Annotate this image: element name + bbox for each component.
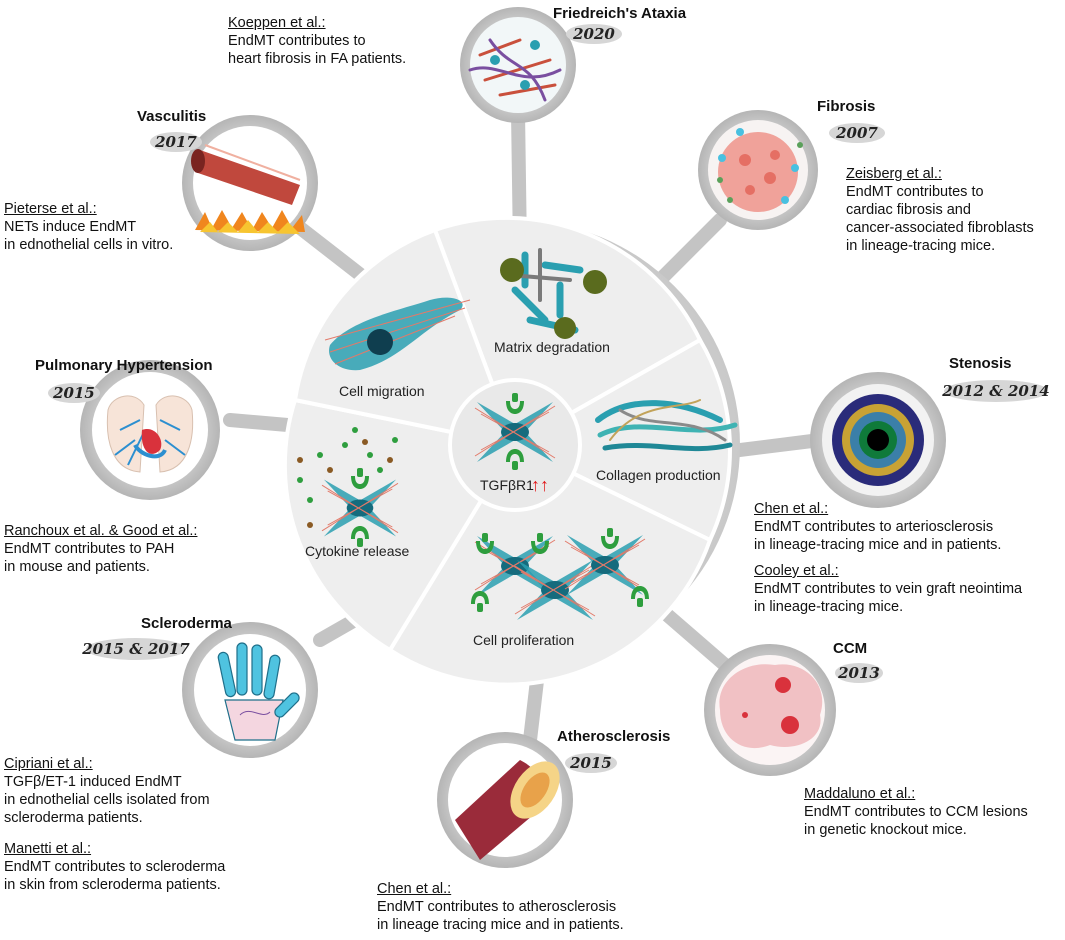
disease-name-ccm: CCM [833, 640, 867, 657]
reference-author: Cipriani et al.: [4, 756, 93, 772]
matrix-degradation-illustration [500, 248, 607, 339]
reference-author: Chen et al.: [754, 501, 829, 517]
svg-text:2007: 2007 [835, 124, 878, 142]
reference-chen-atherosclerosis: Chen et al.: EndMT contributes to athero… [377, 881, 624, 933]
tgfbr1-label: TGFβR1 [480, 477, 534, 493]
bubble-vasculitis [182, 115, 318, 251]
reference-ranchoux-good: Ranchoux et al. & Good et al.: EndMT con… [4, 523, 198, 575]
reference-author: Chen et al.: [377, 881, 452, 897]
reference-pieterse: Pieterse et al.: NETs induce EndMT in ed… [4, 201, 174, 253]
svg-text:2020: 2020 [572, 25, 615, 43]
reference-koeppen: Koeppen et al.: EndMT contributes to hea… [228, 15, 407, 67]
bubble-friedreichs-ataxia [460, 7, 576, 123]
disease-name-atherosclerosis: Atherosclerosis [557, 728, 670, 745]
year-badge-scleroderma: 2015 & 2017 [81, 638, 190, 660]
reference-zeisberg: Zeisberg et al.: EndMT contributes to ca… [846, 166, 1034, 254]
segment-collagen-production [510, 337, 732, 543]
year-badge-fibrosis: 2007 [829, 123, 885, 143]
svg-text:2017: 2017 [154, 133, 197, 151]
collagen-production-label: Collagen production [596, 467, 721, 483]
reference-author: Maddaluno et al.: [804, 786, 916, 802]
reference-cipriani: Cipriani et al.: TGFβ/ET-1 induced EndMT… [4, 756, 210, 826]
cell-migration-illustration [324, 297, 471, 371]
reference-author: Cooley et al.: [754, 563, 839, 579]
svg-text:2015: 2015 [52, 384, 95, 402]
reference-chen-stenosis: Chen et al.: EndMT contributes to arteri… [754, 501, 1002, 553]
bubble-scleroderma [182, 622, 318, 758]
disease-name-scleroderma: Scleroderma [141, 615, 233, 632]
disease-name-friedreichs-ataxia: Friedreich's Ataxia [553, 5, 687, 22]
cytokine-release-label: Cytokine release [305, 543, 409, 559]
cell-migration-label: Cell migration [339, 383, 425, 399]
year-badge-pulmonary-hypertension: 2015 [48, 383, 100, 403]
year-badge-atherosclerosis: 2015 [565, 753, 617, 773]
disease-name-stenosis: Stenosis [949, 355, 1012, 372]
matrix-degradation-label: Matrix degradation [494, 339, 610, 355]
cell-proliferation-label: Cell proliferation [473, 632, 574, 648]
svg-text:2015: 2015 [569, 754, 612, 772]
bubble-pulmonary-hypertension [80, 360, 220, 500]
year-badge-stenosis: 2012 & 2014 [941, 380, 1050, 402]
reference-cooley: Cooley et al.: EndMT contributes to vein… [754, 563, 1023, 615]
reference-maddaluno: Maddaluno et al.: EndMT contributes to C… [804, 786, 1028, 838]
reference-author: Koeppen et al.: [228, 15, 326, 31]
svg-text:2012 & 2014: 2012 & 2014 [941, 382, 1049, 400]
upregulation-arrows: ↑↑ [531, 475, 549, 495]
bubble-ccm [704, 644, 836, 776]
reference-author: Ranchoux et al. & Good et al.: [4, 523, 198, 539]
bubble-atherosclerosis [437, 732, 573, 868]
cytokine-release-illustration [297, 427, 399, 547]
svg-text:2013: 2013 [837, 664, 880, 682]
reference-author: Zeisberg et al.: [846, 166, 942, 182]
year-badge-vasculitis: 2017 [150, 132, 202, 152]
bubble-stenosis [810, 372, 946, 508]
collagen-illustration [595, 399, 738, 452]
reference-author: Pieterse et al.: [4, 201, 97, 217]
bubble-fibrosis [698, 110, 818, 230]
reference-author: Manetti et al.: [4, 841, 92, 857]
disease-name-vasculitis: Vasculitis [137, 108, 206, 125]
year-badge-friedreichs-ataxia: 2020 [566, 24, 622, 44]
disease-name-fibrosis: Fibrosis [817, 98, 875, 115]
disease-name-pulmonary-hypertension: Pulmonary Hypertension [35, 357, 213, 374]
svg-text:2015 & 2017: 2015 & 2017 [81, 640, 190, 658]
segment-cell-proliferation [387, 442, 713, 687]
reference-manetti: Manetti et al.: EndMT contributes to scl… [4, 841, 226, 893]
year-badge-ccm: 2013 [835, 663, 883, 683]
